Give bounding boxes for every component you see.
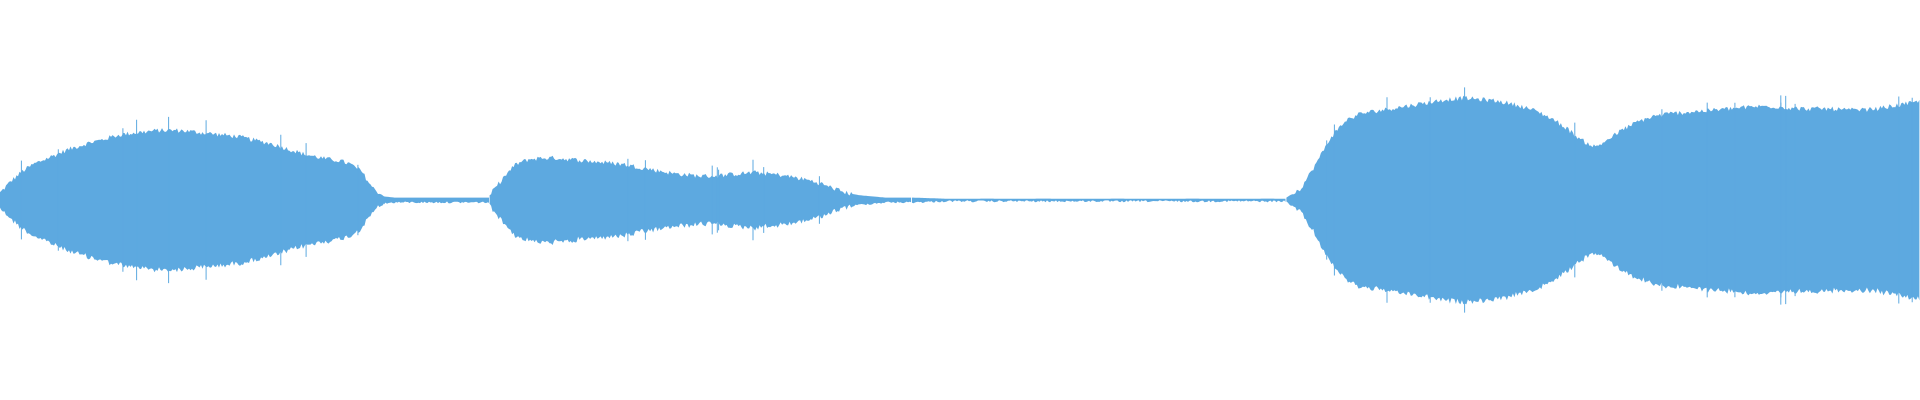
waveform-transients: [20, 87, 1913, 313]
waveform-segment-2: [384, 196, 489, 205]
waveform-segment-5: [1286, 95, 1920, 305]
waveform-segment-1: [0, 128, 384, 273]
waveform-segment-4: [912, 197, 1286, 204]
waveform-segment-3: [489, 155, 912, 245]
